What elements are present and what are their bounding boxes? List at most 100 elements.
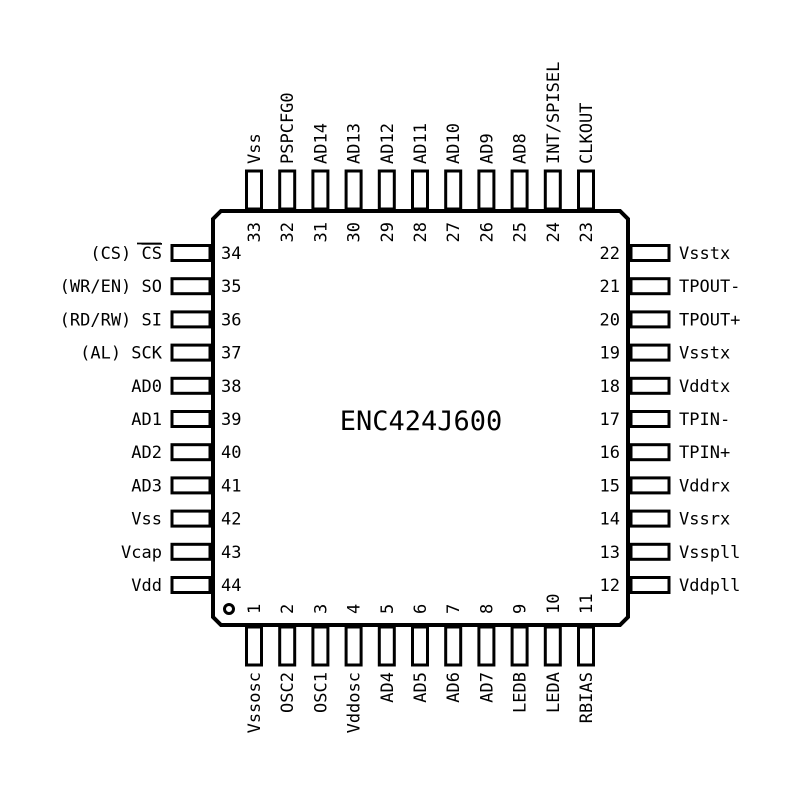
pin-2-lead [278, 625, 297, 667]
pin-label: AD4 [378, 672, 398, 703]
pin-number: 32 [278, 222, 298, 242]
pin-label: OSC1 [311, 672, 331, 713]
pin-8-lead [477, 625, 496, 667]
pin-29-lead [377, 169, 396, 211]
pin-number: 24 [544, 222, 564, 242]
pin-label: Vsspll [679, 543, 740, 563]
pin-24-lead [543, 169, 562, 211]
pin-label: TPOUT- [679, 277, 740, 297]
pin-label: AD0 [131, 377, 162, 397]
pin-label: AD1 [131, 410, 162, 430]
pin-42-lead [170, 509, 212, 528]
pin-number: 40 [221, 443, 241, 463]
pin-37-lead [170, 343, 212, 362]
pin-31-lead [311, 169, 330, 211]
pin-17-lead [629, 410, 671, 428]
pin-number: 35 [221, 277, 241, 297]
pin-number: 4 [345, 604, 365, 614]
pin-label: (AL) SCK [80, 344, 163, 364]
pin-label: AD6 [444, 672, 464, 703]
pin-number: 10 [544, 594, 564, 614]
pin-number: 14 [600, 510, 620, 530]
pin-label: OSC2 [278, 672, 298, 713]
pin-number: 31 [311, 222, 331, 242]
pin-label: (WR/EN) SO [60, 277, 162, 297]
pin-number: 22 [600, 244, 620, 264]
pin-number: 12 [600, 576, 620, 596]
pin-number: 42 [221, 510, 241, 530]
pin-41-lead [170, 476, 212, 495]
pin-28-lead [411, 169, 429, 211]
pin-number: 30 [345, 222, 365, 242]
pin-number: 2 [278, 604, 298, 614]
pin-5-lead [377, 625, 396, 667]
pin-number: 17 [600, 410, 620, 430]
pin-21-lead [629, 277, 671, 296]
pin-label: LEDA [544, 672, 564, 713]
pin-label: PSPCFG0 [278, 92, 298, 164]
pin-label: Vddrx [679, 476, 730, 496]
pin-16-lead [629, 443, 671, 462]
pin-22-lead [629, 244, 671, 262]
pin-number: 26 [477, 222, 497, 242]
pin-number: 19 [600, 344, 620, 364]
pin-number: 1 [245, 604, 265, 614]
pin-9-lead [510, 625, 529, 667]
pin-label: Vss [245, 133, 265, 164]
pin1-marker [223, 603, 235, 615]
pin-32-lead [278, 169, 297, 211]
pin-label: LEDB [511, 672, 531, 713]
pin-1-lead [245, 625, 263, 667]
pin-number: 36 [221, 310, 241, 330]
pin-number: 8 [477, 604, 497, 614]
pin-number: 3 [311, 604, 331, 614]
pin-number: 13 [600, 543, 620, 563]
pin-25-lead [510, 169, 529, 211]
pin-number: 23 [577, 222, 597, 242]
pin-label: Vcap [121, 543, 162, 563]
pin-number: 20 [600, 310, 620, 330]
pin-label: (RD/RW) SI [60, 310, 162, 330]
pin-label: Vdd [131, 576, 162, 596]
pin-40-lead [170, 443, 212, 462]
pin-label: AD14 [311, 123, 331, 164]
pin-number: 25 [511, 222, 531, 242]
pin-label-overbar: CS [142, 244, 162, 264]
pin-number: 27 [444, 222, 464, 242]
pin-label: CLKOUT [577, 103, 597, 164]
pin-27-lead [444, 169, 463, 211]
pin-44-lead [170, 576, 212, 594]
pin-label: INT/SPISEL [544, 62, 564, 164]
pin-label: Vddosc [345, 672, 365, 733]
pin-38-lead [170, 376, 212, 395]
pin-33-lead [245, 169, 263, 211]
pin-label: Vsstx [679, 344, 730, 364]
pin-30-lead [344, 169, 363, 211]
pin-label: RBIAS [577, 672, 597, 723]
pin-label: AD2 [131, 443, 162, 463]
pin-20-lead [629, 310, 671, 329]
pin-label: AD11 [411, 123, 431, 164]
pin-label: AD7 [477, 672, 497, 703]
pin-label: Vddpll [679, 576, 740, 596]
pin-23-lead [577, 169, 595, 211]
pin-3-lead [311, 625, 330, 667]
pin-label: AD12 [378, 123, 398, 164]
pin-label: Vsstx [679, 244, 730, 264]
pin-36-lead [170, 310, 212, 329]
pin-number: 38 [221, 377, 241, 397]
pin-number: 6 [411, 604, 431, 614]
pin-label: TPOUT+ [679, 310, 740, 330]
pin-label: AD8 [511, 133, 531, 164]
pin-12-lead [629, 576, 671, 594]
pin-number: 28 [411, 222, 431, 242]
pin-number: 43 [221, 543, 241, 563]
pin-11-lead [577, 625, 595, 667]
pin-number: 21 [600, 277, 620, 297]
chip-name: ENC424J600 [340, 406, 503, 437]
pin-18-lead [629, 376, 671, 395]
pin-label: Vssrx [679, 510, 730, 530]
pin-15-lead [629, 476, 671, 495]
pin-label: TPIN+ [679, 443, 730, 463]
